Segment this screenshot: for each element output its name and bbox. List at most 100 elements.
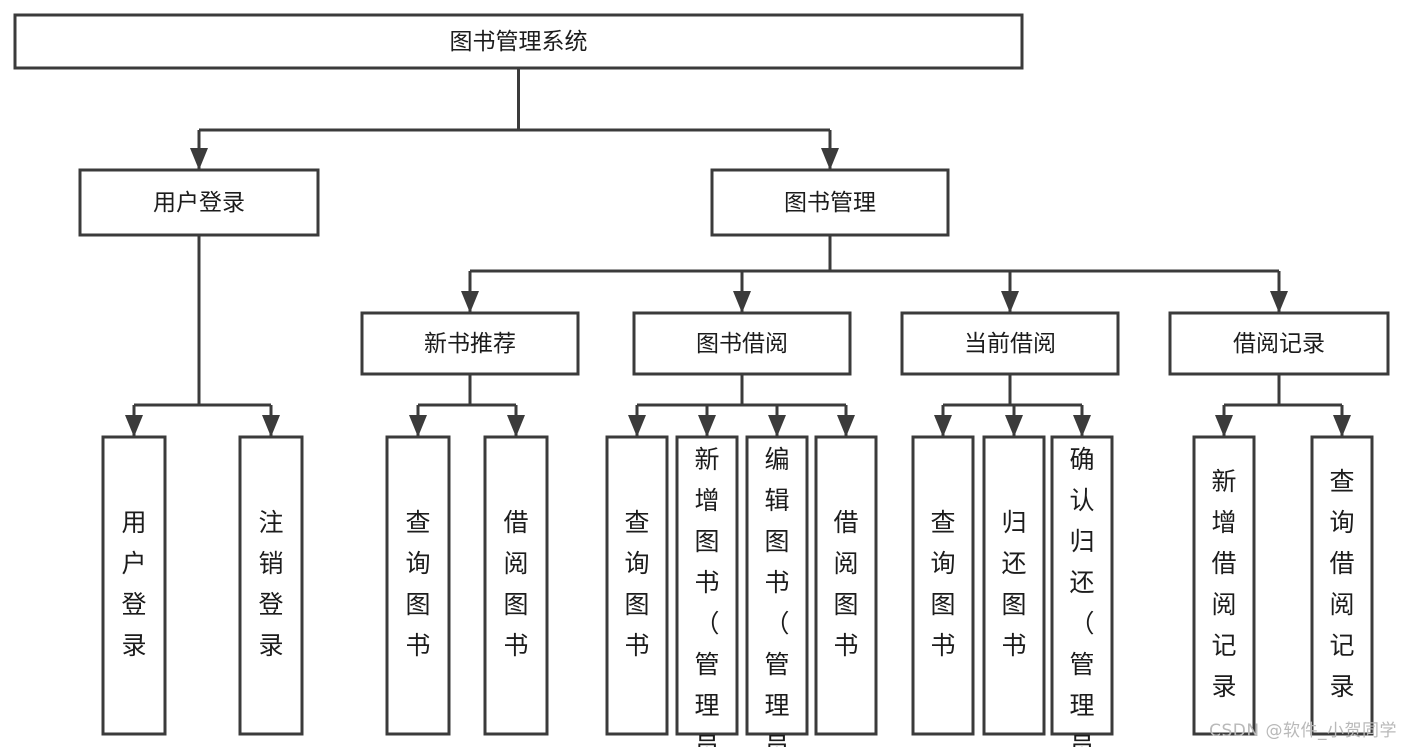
node-label-user-login: 用户登录 <box>153 190 245 216</box>
node-label-leaf-add-book-admin-char-5: 管 <box>694 650 719 679</box>
node-label-leaf-edit-book-admin-char-0: 编 <box>764 445 789 474</box>
node-label-leaf-borrow-book-recommend-char-2: 图 <box>503 590 528 619</box>
node-box-leaf-add-book-admin <box>675 435 739 736</box>
node-label-leaf-borrow-book-char-2: 图 <box>833 590 858 619</box>
node-root[interactable]: 图书管理系统 <box>13 13 1024 70</box>
node-box-leaf-user-login <box>101 435 167 736</box>
arrow-head-icon <box>125 415 143 437</box>
node-box-user-login <box>78 168 320 237</box>
edge-group-new-book-recommend <box>409 374 525 437</box>
node-new-book-recommend[interactable]: 新书推荐 <box>360 311 580 376</box>
node-label-leaf-edit-book-admin-char-2: 图 <box>764 527 789 556</box>
arrow-head-icon <box>409 415 427 437</box>
node-box-book-borrow <box>632 311 852 376</box>
node-label-leaf-query-book-borrow-char-0: 查 <box>624 508 649 537</box>
node-borrow-record[interactable]: 借阅记录 <box>1168 311 1390 376</box>
node-label-borrow-record: 借阅记录 <box>1233 331 1325 357</box>
node-label-leaf-add-borrow-record-char-5: 录 <box>1211 672 1236 701</box>
arrow-head-icon <box>190 148 208 170</box>
node-label-leaf-query-book-current-char-1: 询 <box>930 549 955 578</box>
edge-group-book-borrow <box>628 374 855 437</box>
node-label-leaf-confirm-return-admin-char-6: 理 <box>1069 691 1094 720</box>
node-label-book-borrow: 图书借阅 <box>696 331 788 357</box>
node-label-leaf-borrow-book-char-0: 借 <box>833 508 858 537</box>
node-label-leaf-return-book-char-2: 图 <box>1001 590 1026 619</box>
node-box-new-book-recommend <box>360 311 580 376</box>
node-label-leaf-query-book-borrow-char-1: 询 <box>624 549 649 578</box>
node-label-leaf-confirm-return-admin-char-0: 确 <box>1069 445 1094 474</box>
arrow-head-icon <box>837 415 855 437</box>
arrow-head-icon <box>768 415 786 437</box>
node-label-leaf-add-borrow-record-char-3: 阅 <box>1211 590 1236 619</box>
node-label-leaf-edit-book-admin-char-5: 管 <box>764 650 789 679</box>
arrow-head-icon <box>1333 415 1351 437</box>
node-label-leaf-add-borrow-record-char-2: 借 <box>1211 549 1236 578</box>
node-label-leaf-edit-book-admin-char-4: （ <box>764 609 789 638</box>
node-label-leaf-borrow-book-recommend-char-0: 借 <box>503 508 528 537</box>
node-label-leaf-confirm-return-admin-char-7: 员 <box>1069 732 1094 747</box>
node-box-borrow-record <box>1168 311 1390 376</box>
node-label-leaf-add-book-admin-char-0: 新 <box>694 445 719 474</box>
edge-group-borrow-record <box>1215 374 1351 437</box>
node-book-manage[interactable]: 图书管理 <box>710 168 950 237</box>
node-label-leaf-user-logout-char-3: 录 <box>258 631 283 660</box>
node-label-leaf-confirm-return-admin-char-3: 还 <box>1069 568 1094 597</box>
node-label-leaf-return-book-char-1: 还 <box>1001 549 1026 578</box>
node-label-leaf-add-book-admin-char-3: 书 <box>694 568 719 597</box>
node-label-leaf-add-book-admin-char-1: 增 <box>694 486 719 515</box>
node-label-leaf-query-book-borrow-char-2: 图 <box>624 590 649 619</box>
node-label-leaf-return-book-char-0: 归 <box>1001 508 1026 537</box>
node-label-leaf-edit-book-admin-char-3: 书 <box>764 568 789 597</box>
node-box-leaf-confirm-return-admin <box>1050 435 1114 736</box>
node-label-leaf-query-book-recommend-char-2: 图 <box>405 590 430 619</box>
node-label-leaf-user-login-char-2: 登 <box>121 590 146 619</box>
node-box-leaf-borrow-book <box>814 435 878 736</box>
node-label-leaf-confirm-return-admin-char-5: 管 <box>1069 650 1094 679</box>
node-label-leaf-query-borrow-record-char-0: 查 <box>1329 467 1354 496</box>
node-label-root: 图书管理系统 <box>450 29 588 55</box>
node-label-leaf-add-book-admin-char-2: 图 <box>694 527 719 556</box>
node-box-book-manage <box>710 168 950 237</box>
arrow-head-icon <box>698 415 716 437</box>
node-box-leaf-return-book <box>982 435 1046 736</box>
arrow-head-icon <box>934 415 952 437</box>
node-label-leaf-confirm-return-admin-char-4: （ <box>1069 609 1094 638</box>
edge-group-root <box>190 68 839 170</box>
node-label-leaf-user-login-char-3: 录 <box>121 631 146 660</box>
node-user-login[interactable]: 用户登录 <box>78 168 320 237</box>
node-label-leaf-user-login-char-1: 户 <box>121 549 146 578</box>
node-label-leaf-query-book-recommend-char-0: 查 <box>405 508 430 537</box>
node-label-leaf-borrow-book-char-3: 书 <box>833 631 858 660</box>
node-box-leaf-user-logout <box>238 435 304 736</box>
node-label-leaf-query-book-recommend-char-1: 询 <box>405 549 430 578</box>
node-label-leaf-edit-book-admin-char-7: 员 <box>764 732 789 747</box>
node-current-borrow[interactable]: 当前借阅 <box>900 311 1120 376</box>
node-leaf-user-login[interactable]: 用户登录 <box>101 435 167 736</box>
node-label-leaf-add-book-admin-char-6: 理 <box>694 691 719 720</box>
node-box-leaf-edit-book-admin <box>745 435 809 736</box>
node-label-leaf-query-book-recommend-char-3: 书 <box>405 631 430 660</box>
node-label-leaf-user-login-char-0: 用 <box>121 508 146 537</box>
arrow-head-icon <box>1001 291 1019 313</box>
arrow-head-icon <box>733 291 751 313</box>
node-label-leaf-borrow-book-recommend-char-3: 书 <box>503 631 528 660</box>
arrow-head-icon <box>461 291 479 313</box>
node-book-borrow[interactable]: 图书借阅 <box>632 311 852 376</box>
node-label-leaf-user-logout-char-0: 注 <box>258 508 283 537</box>
arrow-head-icon <box>507 415 525 437</box>
arrow-head-icon <box>1215 415 1233 437</box>
node-label-leaf-user-logout-char-1: 销 <box>258 549 283 578</box>
node-label-leaf-return-book-char-3: 书 <box>1001 631 1026 660</box>
